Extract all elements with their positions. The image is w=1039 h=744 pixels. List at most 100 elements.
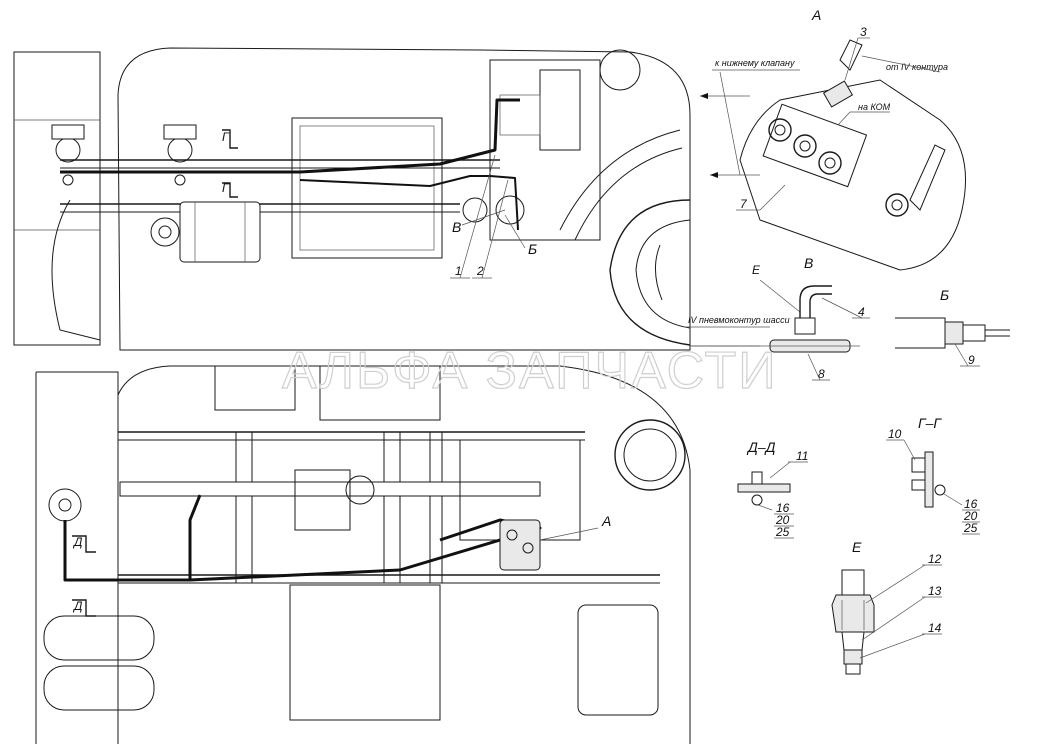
dd-bracket [737,483,791,493]
callout-13: 13 [861,584,942,641]
svg-text:12: 12 [928,552,942,566]
front-wheel-arc [51,199,101,341]
plan-body-outline [117,365,691,744]
propeller-shaft [119,481,541,497]
svg-text:14: 14 [928,621,942,635]
rear-fender [559,129,681,231]
plan-receiver-1 [214,365,296,411]
plan-pneumatic-line-2 [189,518,542,582]
view-v-title: В [804,255,813,271]
air-filter [599,49,641,91]
view-dd-detail: Д–Д 11 16 20 25 [737,439,808,539]
transfer-case [294,469,351,531]
coupling-nut-12 [831,594,875,633]
section-marker-d-lower: Д [72,599,96,617]
svg-text:1: 1 [455,264,462,278]
gg-callout-20: 20 [963,509,978,523]
callout-11: 11 [769,449,808,479]
view-v-detail: В Е IV пневмоконтур шасси 4 8 [684,255,870,381]
dd-callout-16: 16 [776,501,790,515]
section-marker-g-upper: Г [222,129,238,149]
note-to-kom: на КОМ [858,102,891,112]
view-b-detail: Б 9 [895,287,1010,367]
nut-9 [944,321,964,345]
callout-7: 7 [736,184,786,211]
svg-text:Г: Г [222,130,230,144]
callout-4: 4 [821,297,870,319]
plan-fuel-tank [289,584,441,721]
gg-callout-16: 16 [964,497,978,511]
plan-pneumatic-line-1 [63,494,202,582]
dd-callout-20: 20 [775,513,790,527]
note-iv-circuit: IV пневмоконтур шасси [688,315,790,325]
callout-10: 10 [886,427,916,461]
view-e-detail: Е 12 13 14 [831,539,942,675]
callout-8: 8 [807,353,830,381]
svg-text:9: 9 [968,353,975,367]
upper-side-view: Г Г В Б 1 2 [13,47,691,351]
svg-text:Д: Д [72,535,83,549]
plan-cab-outline [35,371,119,744]
fitting-3 [839,39,863,71]
view-a-detail: А к нижнему клапану от IV контура на КОМ… [700,7,967,271]
pipe-end [895,317,946,349]
valve-block-a [499,519,541,571]
front-valve-group [51,124,197,186]
dd-callout-25: 25 [775,525,790,539]
gg-callout-25: 25 [963,521,978,535]
front-wheel-right [43,665,155,711]
section-marker-d-upper: Д [72,535,96,553]
view-dd-title: Д–Д [746,439,776,455]
callout-14: 14 [859,621,942,659]
view-v-e-marker: Е [752,263,761,277]
receiver-tank [179,201,261,263]
valve-manifold [762,103,868,188]
front-wheel-left [43,615,155,661]
callout-2: 2 [472,179,509,279]
callout-1: 1 [450,154,496,279]
svg-text:3: 3 [860,25,867,39]
lower-plan-view: А Д Д [35,365,691,744]
callout-3: 3 [844,25,870,81]
view-a-outline [739,79,967,271]
svg-text:2: 2 [476,264,484,278]
body-outline [117,47,691,351]
svg-text:7: 7 [740,197,748,211]
view-e-title: Е [852,539,862,555]
pneumatic-line-1 [60,98,520,174]
rear-wheel-outer [609,199,691,346]
svg-text:8: 8 [818,367,825,381]
note-to-lower-valve: к нижнему клапану [715,58,795,68]
callout-9: 9 [954,343,980,367]
ferrule-14 [843,649,863,665]
front-cab-outline [13,51,101,346]
svg-text:4: 4 [858,305,865,319]
gg-bracket [924,451,934,508]
rear-wheel-plan [577,604,659,716]
view-a-title: А [811,7,821,23]
plan-air-filter [614,419,686,491]
fuel-tank-box [291,117,443,259]
plan-receiver-2 [319,365,441,421]
pneumatic-line-2 [299,175,519,231]
rear-wheel-inner [635,219,691,329]
hose [841,569,865,596]
front-hub [48,488,82,522]
svg-text:Д: Д [72,599,83,613]
elbow-fitting [799,285,832,320]
svg-text:11: 11 [796,449,808,463]
svg-text:13: 13 [928,584,942,598]
marker-b: Б [528,241,537,257]
section-marker-g-lower: Г [222,181,238,198]
marker-a: А [601,513,611,529]
view-gg-detail: Г–Г 10 16 20 25 [886,415,980,535]
marker-v: В [452,219,461,235]
watermark: АЛЬФА ЗАПЧАСТИ [282,342,778,400]
view-b-title: Б [940,287,949,303]
view-gg-title: Г–Г [918,415,942,431]
callout-12: 12 [865,552,942,604]
receiver-cap [150,217,180,247]
svg-text:10: 10 [888,427,902,441]
